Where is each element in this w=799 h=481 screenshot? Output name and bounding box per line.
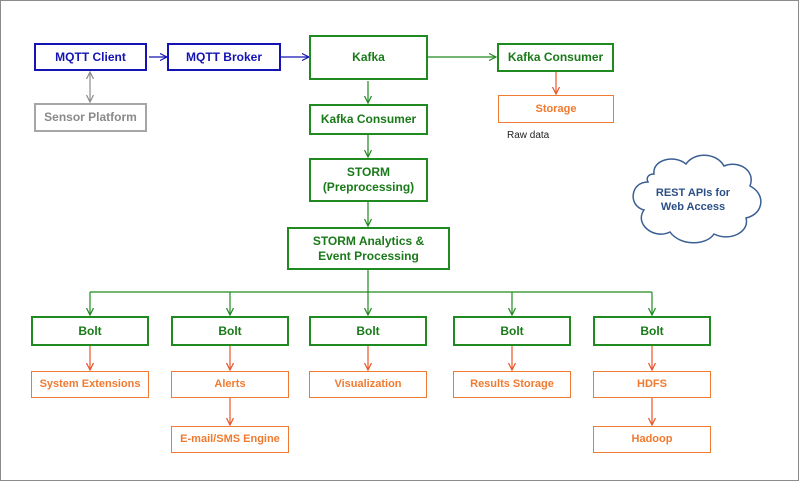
hadoop-node: Hadoop	[593, 426, 711, 453]
kafka-consumer-right-node: Kafka Consumer	[497, 43, 614, 72]
mqtt-broker-node: MQTT Broker	[167, 43, 281, 71]
bolt-node-2: Bolt	[171, 316, 289, 346]
bolt-node-5: Bolt	[593, 316, 711, 346]
cloud-label: REST APIs for Web Access	[655, 187, 731, 213]
system-extensions-node: System Extensions	[31, 371, 149, 398]
bolt-node-4: Bolt	[453, 316, 571, 346]
bolt-node-1: Bolt	[31, 316, 149, 346]
sensor-platform-node: Sensor Platform	[34, 103, 147, 132]
storage-node: Storage	[498, 95, 614, 123]
hdfs-node: HDFS	[593, 371, 711, 398]
raw-data-note: Raw data	[507, 130, 550, 141]
results-storage-node: Results Storage	[453, 371, 571, 398]
visualization-node: Visualization	[309, 371, 427, 398]
kafka-consumer-node: Kafka Consumer	[309, 104, 428, 135]
mqtt-client-node: MQTT Client	[34, 43, 147, 71]
cloud-shape	[632, 154, 762, 244]
storm-analytics-node: STORM Analytics & Event Processing	[287, 227, 450, 270]
bolt-node-3: Bolt	[309, 316, 427, 346]
storm-preprocessing-node: STORM (Preprocessing)	[309, 158, 428, 202]
kafka-node: Kafka	[309, 35, 428, 80]
email-sms-engine-node: E-mail/SMS Engine	[171, 426, 289, 453]
alerts-node: Alerts	[171, 371, 289, 398]
